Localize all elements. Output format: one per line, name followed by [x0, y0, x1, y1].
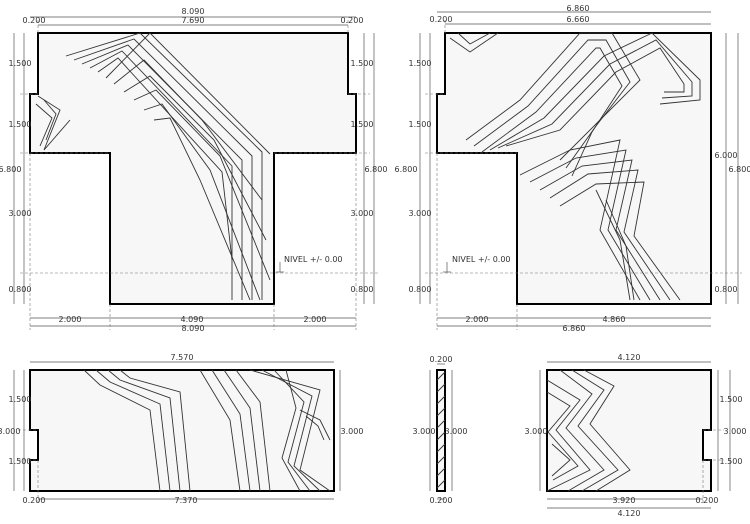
p2-top-left: 0.200	[430, 15, 453, 24]
p2-left-total: 6.800	[395, 165, 418, 174]
wall-panel-4: 0.200 3.000 3.000 0.200	[413, 355, 468, 505]
p2-top-inner: 6.660	[567, 15, 590, 24]
p5-bottom: 3.920	[613, 496, 636, 505]
stripe-pattern-3	[83, 369, 331, 492]
p1-right-d: 0.800	[351, 285, 374, 294]
p1-left-a: 1.500	[9, 59, 32, 68]
p3-left-b: 3.000	[0, 427, 20, 436]
p2-top-total: 6.860	[567, 4, 590, 13]
p2-right-a: 6.000	[715, 151, 738, 160]
p3-bottom-left: 0.200	[23, 496, 46, 505]
p1-top-total: 8.090	[182, 7, 205, 16]
p2-bottom-a: 2.000	[466, 315, 489, 324]
p2-level-label: NIVEL +/- 0.00	[452, 255, 511, 264]
p2-right-total: 6.800	[729, 165, 750, 174]
p4-right: 3.000	[445, 427, 468, 436]
p4-top: 0.200	[430, 355, 453, 364]
p3-top: 7.570	[171, 353, 194, 362]
p5-right-b: 3.000	[724, 427, 747, 436]
p2-bottom-b: 4.860	[603, 315, 626, 324]
wall-panel-5: 4.120 3.000 1.500 3.000 1.500 3.920 0.20…	[525, 353, 747, 518]
p4-bottom: 0.200	[430, 496, 453, 505]
p5-left: 3.000	[525, 427, 548, 436]
p5-bottom-total: 4.120	[618, 509, 641, 518]
stripe-pattern-1	[35, 32, 271, 301]
p1-bottom-a: 2.000	[59, 315, 82, 324]
p1-bottom-total: 8.090	[182, 324, 205, 333]
p5-right-a: 1.500	[720, 395, 743, 404]
p1-bottom-c: 2.000	[304, 315, 327, 324]
wall-panel-3: 7.570 1.500 3.000 1.500 3.000 7.370 0.20…	[0, 353, 363, 505]
p1-top-left: 0.200	[23, 16, 46, 25]
p1-left-c: 3.000	[9, 209, 32, 218]
p1-left-total: 6.800	[0, 165, 21, 174]
wall-panel-2: 6.860 6.660 0.200 1.500 1.500 3.000 0.80…	[395, 4, 750, 333]
p4-left: 3.000	[413, 427, 436, 436]
p1-right-a: 1.500	[351, 59, 374, 68]
p5-right-c: 1.500	[720, 457, 743, 466]
p1-level-label: NIVEL +/- 0.00	[284, 255, 343, 264]
p1-top-inner: 7.690	[182, 16, 205, 25]
p2-left-a: 1.500	[409, 59, 432, 68]
p3-right: 3.000	[341, 427, 364, 436]
p3-bottom: 7.370	[175, 496, 198, 505]
stripe-pattern-5	[546, 369, 631, 492]
p2-right-b: 0.800	[715, 285, 738, 294]
stripe-pattern-2	[449, 32, 701, 301]
p1-bottom-b: 4.090	[181, 315, 204, 324]
p2-left-d: 0.800	[409, 285, 432, 294]
p1-left-b: 1.500	[9, 120, 32, 129]
p3-left-c: 1.500	[9, 457, 32, 466]
p5-top: 4.120	[618, 353, 641, 362]
p2-left-b: 1.500	[409, 120, 432, 129]
p1-right-b: 1.500	[351, 120, 374, 129]
p1-right-total: 6.800	[365, 165, 388, 174]
p1-left-d: 0.800	[9, 285, 32, 294]
p2-bottom-total: 6.860	[563, 324, 586, 333]
p1-top-right: 0.200	[341, 16, 364, 25]
wall-panel-1: 8.090 7.690 0.200 0.200 1.500 1.500 3.00…	[0, 7, 387, 333]
p5-bottom-right: 0.200	[696, 496, 719, 505]
stripe-pattern-4	[436, 371, 446, 489]
p3-left-a: 1.500	[9, 395, 32, 404]
p2-left-c: 3.000	[409, 209, 432, 218]
p1-right-c: 3.000	[351, 209, 374, 218]
